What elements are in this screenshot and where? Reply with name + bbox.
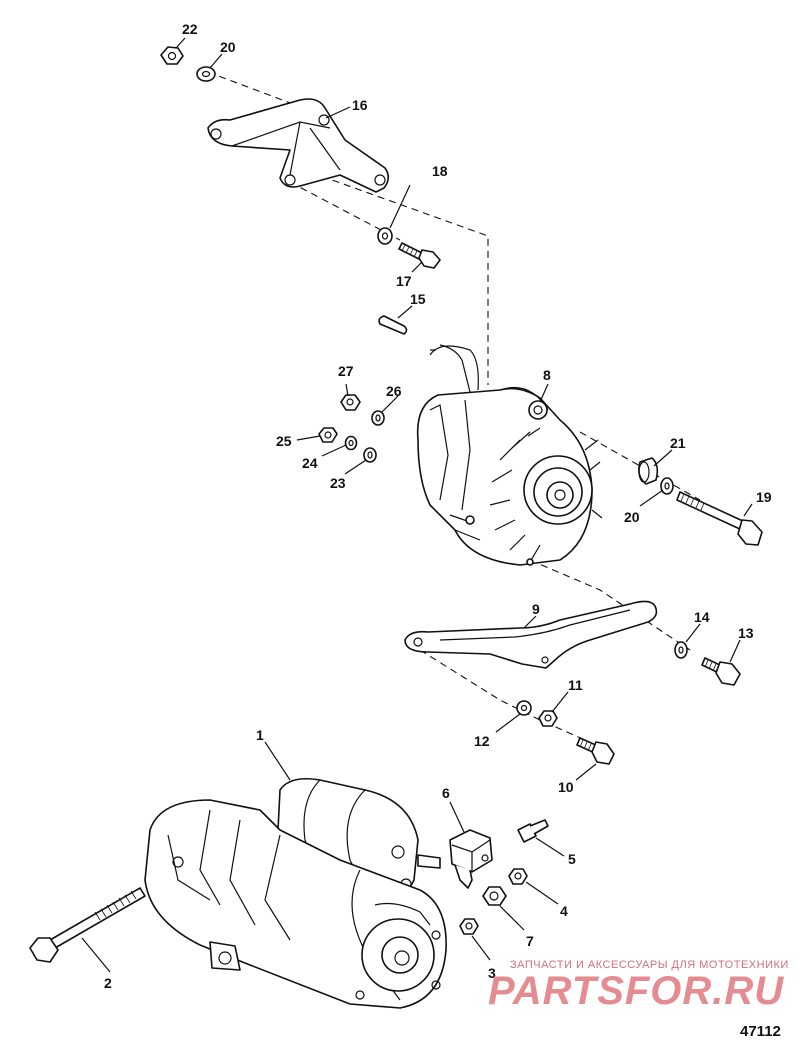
- leader-lines: [81, 37, 753, 973]
- nut-11: [538, 710, 558, 727]
- spacer-21: [638, 457, 659, 485]
- alternator-8: [416, 344, 603, 566]
- nut-3: [459, 918, 479, 935]
- callout-20-mid: 20: [624, 509, 640, 525]
- callout-10: 10: [558, 779, 574, 795]
- callout-17: 17: [396, 273, 412, 289]
- terminal-block-6: [449, 829, 493, 889]
- nut-25: [318, 427, 338, 443]
- nut-4: [508, 868, 528, 885]
- callout-6: 6: [442, 785, 450, 801]
- callout-24: 24: [302, 455, 318, 471]
- callout-25: 25: [276, 433, 292, 449]
- callout-1: 1: [256, 727, 264, 743]
- callout-labels: 22 20 16 18 17 15 27 26 25 24 23 8 21 20…: [104, 21, 772, 991]
- washer-20-top: [196, 66, 216, 82]
- callout-16: 16: [352, 97, 368, 113]
- starter-motor-1: [144, 777, 447, 1009]
- washer-26: [371, 410, 385, 426]
- callout-4: 4: [560, 903, 568, 919]
- callout-12: 12: [474, 733, 490, 749]
- callout-18: 18: [432, 163, 448, 179]
- pin-15: [378, 315, 408, 335]
- nut-22: [160, 46, 184, 65]
- figure-number: 47112: [740, 1023, 781, 1040]
- callout-3: 3: [488, 965, 496, 981]
- nut-27: [340, 394, 361, 411]
- callout-27: 27: [338, 363, 354, 379]
- watermark-tagline: ЗАПЧАСТИ И АКСЕССУАРЫ ДЛЯ МОТОТЕХНИКИ: [510, 959, 789, 971]
- washer-24: [344, 435, 358, 451]
- washer-23: [363, 447, 377, 463]
- nut-7: [482, 886, 507, 906]
- callout-9: 9: [532, 601, 540, 617]
- callout-7: 7: [526, 933, 534, 949]
- terminal-5: [517, 819, 549, 843]
- callout-19: 19: [756, 489, 772, 505]
- callout-8: 8: [543, 367, 551, 383]
- callout-11: 11: [568, 677, 583, 693]
- callout-22: 22: [182, 21, 198, 37]
- callout-21: 21: [670, 435, 686, 451]
- bolt-17: [398, 242, 441, 269]
- callout-13: 13: [738, 625, 754, 641]
- washer-20-mid: [660, 477, 674, 495]
- watermark-brand: PARTSFOR.RU: [488, 969, 784, 1013]
- callout-15: 15: [410, 291, 426, 307]
- callout-14: 14: [694, 609, 710, 625]
- callout-2: 2: [104, 975, 112, 991]
- alternator-bracket-16: [207, 98, 390, 193]
- callout-26: 26: [386, 383, 402, 399]
- bolt-19: [676, 491, 763, 546]
- watermark: ЗАПЧАСТИ И АКСЕССУАРЫ ДЛЯ МОТОТЕХНИКИ PA…: [488, 959, 789, 1013]
- callout-20-top: 20: [220, 39, 236, 55]
- washer-12: [516, 700, 532, 716]
- washer-18: [377, 227, 393, 245]
- adjusting-brace-9: [404, 600, 658, 669]
- bolt-13: [701, 657, 741, 686]
- bolt-2: [29, 887, 146, 963]
- bolt-10: [576, 737, 615, 765]
- callout-5: 5: [568, 851, 576, 867]
- washer-14: [674, 641, 688, 659]
- callout-23: 23: [330, 475, 346, 491]
